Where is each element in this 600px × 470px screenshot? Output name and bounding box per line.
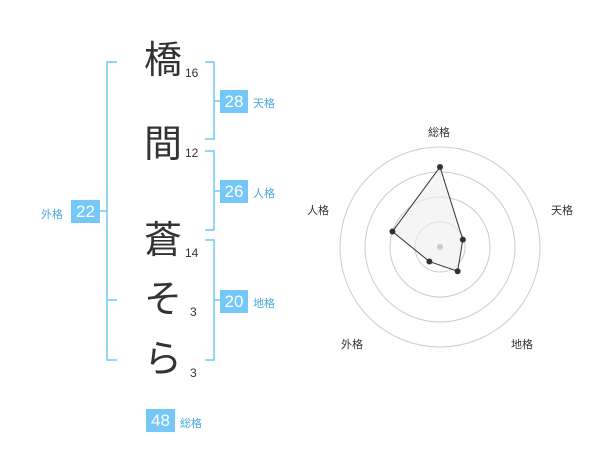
name-char-5: ら [143, 337, 182, 381]
soukaku-badge: 48 [146, 409, 175, 432]
radar-point-5 [389, 228, 396, 235]
name-char-1: 橋 [143, 38, 182, 82]
stroke-count-1: 16 [185, 66, 199, 80]
radar-point-4 [426, 258, 433, 265]
radar-axis-label-jinkaku: 人格 [307, 204, 329, 217]
radar-ring-4 [339, 146, 541, 348]
radar-axis-label-soukaku: 総格 [428, 126, 450, 139]
radar-point-3 [454, 268, 461, 275]
name-char-4: そ [143, 277, 182, 321]
radar-point-2 [459, 236, 466, 243]
name-char-2: 間 [143, 122, 182, 166]
stroke-count-4: 3 [190, 305, 197, 319]
radar-axis-label-gaikaku: 外格 [341, 338, 363, 351]
name-char-3: 蒼 [143, 218, 182, 262]
chikaku-badge: 20 [220, 290, 248, 313]
jinkaku-label: 人格 [253, 187, 275, 200]
stroke-count-5: 3 [190, 366, 197, 380]
radar-series-polygon [391, 165, 464, 272]
stroke-count-2: 12 [185, 146, 199, 160]
radar-center-dot [437, 244, 443, 250]
radar-point-1 [437, 164, 443, 170]
jinkaku-badge: 26 [220, 180, 248, 203]
gaikaku-badge: 22 [71, 200, 100, 223]
stroke-count-3: 14 [185, 246, 199, 260]
gaikaku-label: 外格 [41, 208, 63, 221]
radar-axis-label-chikaku: 地格 [511, 338, 533, 351]
radar-axis-label-tenkaku: 天格 [551, 204, 573, 217]
chikaku-label: 地格 [253, 297, 275, 310]
soukaku-label: 総格 [180, 417, 202, 430]
tenkaku-label: 天格 [253, 97, 275, 110]
tenkaku-badge: 28 [220, 90, 248, 113]
